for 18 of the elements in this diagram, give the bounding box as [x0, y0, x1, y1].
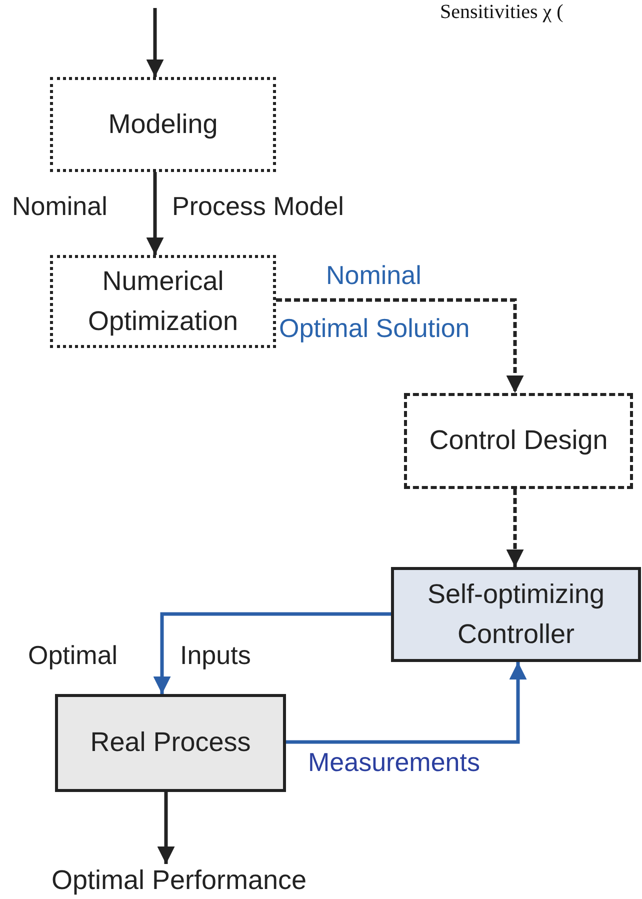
arrow	[146, 172, 164, 255]
process-box	[50, 255, 276, 348]
node-text: Optimal Performance	[50, 864, 308, 898]
arrow	[276, 298, 524, 393]
process-box	[404, 393, 633, 489]
arrow	[157, 792, 175, 864]
controller-box	[391, 567, 641, 662]
node-text: Modeling	[107, 108, 219, 141]
arrow	[506, 489, 524, 567]
node-text: Numerical Optimization	[86, 265, 240, 338]
arrow	[286, 662, 527, 744]
process-box	[55, 694, 286, 792]
node-text: Self-optimizing Controller	[426, 578, 606, 650]
arrow	[153, 612, 391, 694]
node-text: Real Process	[89, 726, 252, 760]
node-text: Control Design	[428, 424, 609, 458]
process-box	[50, 77, 276, 172]
arrow	[146, 8, 164, 77]
